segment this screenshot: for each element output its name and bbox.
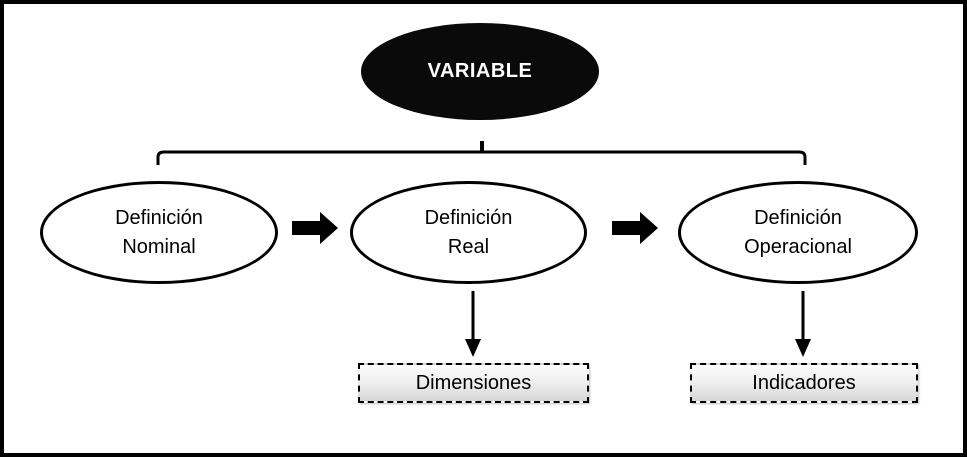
node-label-line: Definición <box>115 206 203 229</box>
node-label-line: Real <box>447 235 490 258</box>
box-indicadores: Indicadores <box>690 363 918 403</box>
down-arrow-icon <box>795 291 811 357</box>
down-arrow-icon <box>465 291 481 357</box>
right-block-arrow-icon <box>292 212 338 244</box>
right-block-arrow-icon <box>612 212 658 244</box>
box-dimensiones: Dimensiones <box>358 363 589 403</box>
node-label-line: Definición <box>754 206 842 229</box>
node-definicion-operacional: Definición Operacional <box>678 181 918 284</box>
node-label-line: Definición <box>424 206 513 229</box>
node-definicion-nominal: Definición Nominal <box>40 181 278 284</box>
box-indicadores-label: Indicadores <box>752 371 856 394</box>
node-variable: VARIABLE <box>361 23 599 120</box>
node-definicion-real: Definición Real <box>350 181 587 284</box>
node-label-line: Operacional <box>744 235 852 258</box>
node-label-line: Nominal <box>122 235 196 258</box>
node-variable-label: VARIABLE <box>427 60 533 82</box>
box-dimensiones-label: Dimensiones <box>415 371 532 394</box>
bracket-connector <box>156 150 807 165</box>
